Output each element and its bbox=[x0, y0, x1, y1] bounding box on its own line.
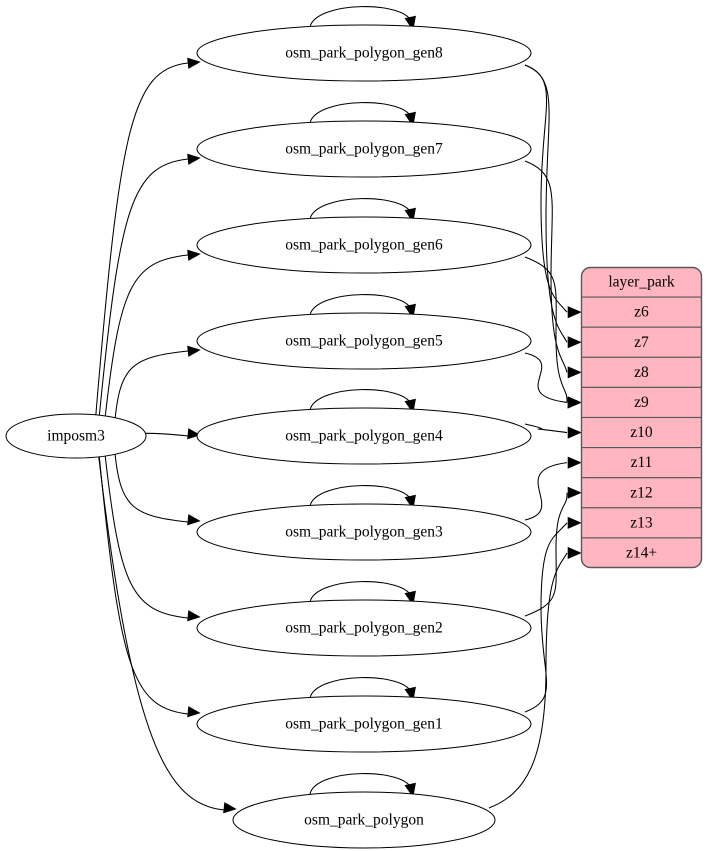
table-row-label-z13: z13 bbox=[630, 514, 653, 531]
table-row-label-z7: z7 bbox=[634, 334, 649, 351]
arrowhead-imposm3-gen3 bbox=[187, 514, 201, 526]
edge-gen2-to-z12 bbox=[524, 492, 568, 617]
arrowhead-imposm3-gen5 bbox=[187, 345, 201, 357]
gen1-label: osm_park_polygon_gen1 bbox=[285, 716, 443, 733]
table-row-label-z8: z8 bbox=[634, 364, 649, 381]
arrowhead-gen7-z8 bbox=[567, 366, 582, 379]
gen3-ellipse[interactable] bbox=[196, 503, 532, 561]
arrowhead-base-z14+ bbox=[567, 546, 582, 560]
edge-gen6-to-z9 bbox=[524, 256, 568, 403]
arrowhead-gen8-z6 bbox=[567, 306, 582, 319]
node-gen6[interactable]: osm_park_polygon_gen6 bbox=[196, 216, 532, 274]
table-row-label-z10: z10 bbox=[630, 424, 653, 441]
arrowhead-gen8-z7 bbox=[567, 336, 582, 349]
self-loop-gen2 bbox=[309, 581, 413, 603]
node-gen8[interactable]: osm_park_polygon_gen8 bbox=[196, 24, 532, 82]
edge-gen3-to-z11 bbox=[524, 462, 568, 521]
table-row-z8[interactable] bbox=[581, 356, 702, 388]
imposm3-label: imposm3 bbox=[47, 428, 105, 445]
edge-gen7-to-z8 bbox=[524, 160, 568, 373]
table-outline bbox=[580, 266, 703, 569]
table-row-label-z12: z12 bbox=[630, 484, 652, 501]
self-loop-gen5 bbox=[309, 294, 413, 316]
base-label: osm_park_polygon bbox=[304, 812, 424, 829]
edge-imposm3-to-gen3 bbox=[113, 447, 189, 523]
node-imposm3[interactable]: imposm3 bbox=[5, 413, 147, 459]
table-row-label-z14+: z14+ bbox=[626, 545, 657, 562]
layer-park-table[interactable]: layer_park z6 z7 z8 z9 z10 z11 z12 z13 z14+ bbox=[580, 266, 703, 569]
nodes-layer: imposm3 osm_park_polygon_gen8 osm_park_pol… bbox=[5, 24, 532, 849]
arrowhead-imposm3-gen2 bbox=[187, 610, 201, 622]
node-gen7[interactable]: osm_park_polygon_gen7 bbox=[196, 120, 532, 178]
gen8-label: osm_park_polygon_gen8 bbox=[285, 45, 443, 62]
arrowhead-gen3-z11 bbox=[567, 456, 582, 469]
edge-gen1-to-z13 bbox=[524, 522, 568, 713]
node-gen5[interactable]: osm_park_polygon_gen5 bbox=[196, 312, 532, 370]
self-loop-gen8 bbox=[309, 6, 413, 28]
arrowhead-gen1-z13 bbox=[567, 516, 582, 529]
edge-gen4-to-z10 bbox=[524, 423, 568, 434]
imposm3-ellipse[interactable] bbox=[5, 413, 147, 459]
self-loop-gen6 bbox=[309, 198, 413, 220]
table-row-z7[interactable] bbox=[581, 326, 702, 358]
edge-gen8-to-z7 bbox=[524, 64, 568, 343]
table-row-z6[interactable] bbox=[581, 296, 702, 328]
gen6-label: osm_park_polygon_gen6 bbox=[285, 237, 443, 254]
gen2-ellipse[interactable] bbox=[196, 599, 532, 657]
gen3-label: osm_park_polygon_gen3 bbox=[285, 524, 443, 541]
node-gen2[interactable]: osm_park_polygon_gen2 bbox=[196, 599, 532, 657]
edge-imposm3-to-gen5 bbox=[114, 350, 189, 425]
table-row-z9[interactable] bbox=[581, 386, 702, 419]
gen2-label: osm_park_polygon_gen2 bbox=[285, 620, 443, 637]
gen1-ellipse[interactable] bbox=[196, 695, 532, 753]
arrowhead-imposm3-gen4 bbox=[187, 428, 201, 440]
arrowhead-imposm3-base bbox=[223, 802, 237, 814]
node-gen1[interactable]: osm_park_polygon_gen1 bbox=[196, 695, 532, 753]
gen7-ellipse[interactable] bbox=[196, 120, 532, 178]
gen6-ellipse[interactable] bbox=[196, 216, 532, 274]
gen4-label: osm_park_polygon_gen4 bbox=[285, 428, 443, 445]
edge-gen5-to-z9 bbox=[524, 352, 568, 403]
self-loop-gen3 bbox=[309, 485, 413, 507]
node-base[interactable]: osm_park_polygon bbox=[232, 791, 496, 849]
base-ellipse[interactable] bbox=[232, 791, 496, 849]
gen8-ellipse[interactable] bbox=[196, 24, 532, 82]
edge-imposm3-to-base bbox=[98, 455, 225, 811]
arrowhead-imposm3-gen6 bbox=[187, 249, 201, 261]
edge-gen8-to-z6 bbox=[524, 64, 568, 313]
self-loop-gen1 bbox=[309, 677, 413, 699]
node-gen3[interactable]: osm_park_polygon_gen3 bbox=[196, 503, 532, 561]
table-row-label-z9: z9 bbox=[634, 394, 649, 411]
edge-base-to-z14+ bbox=[488, 552, 568, 809]
self-loop-gen7 bbox=[309, 102, 413, 124]
arrowhead-imposm3-gen1 bbox=[187, 706, 201, 718]
arrowhead-gen5-z9 bbox=[567, 396, 582, 409]
edge-imposm3-to-gen1 bbox=[98, 455, 189, 715]
table-header-label: layer_park bbox=[608, 274, 675, 291]
table-row-z14+[interactable] bbox=[581, 537, 702, 568]
table-row-label-z11: z11 bbox=[631, 454, 653, 471]
arrowhead-imposm3-gen8 bbox=[187, 57, 201, 69]
edge-imposm3-to-gen6 bbox=[104, 254, 189, 419]
gen5-ellipse[interactable] bbox=[196, 312, 532, 370]
edge-imposm3-to-gen8 bbox=[95, 62, 189, 417]
node-gen4[interactable]: osm_park_polygon_gen4 bbox=[196, 407, 532, 465]
gen4-ellipse[interactable] bbox=[196, 407, 532, 465]
arrowhead-gen2-z12 bbox=[567, 486, 582, 499]
self-loop-gen4 bbox=[309, 389, 413, 411]
table-row-label-z6: z6 bbox=[634, 304, 649, 321]
gen7-label: osm_park_polygon_gen7 bbox=[285, 141, 443, 158]
edge-imposm3-to-gen7 bbox=[98, 158, 189, 417]
edge-imposm3-to-gen2 bbox=[104, 453, 189, 619]
arrowhead-imposm3-gen7 bbox=[187, 153, 201, 165]
gen5-label: osm_park_polygon_gen5 bbox=[285, 333, 443, 350]
self-loop-base bbox=[309, 773, 413, 795]
arrowhead-gen4-z10 bbox=[567, 426, 582, 439]
